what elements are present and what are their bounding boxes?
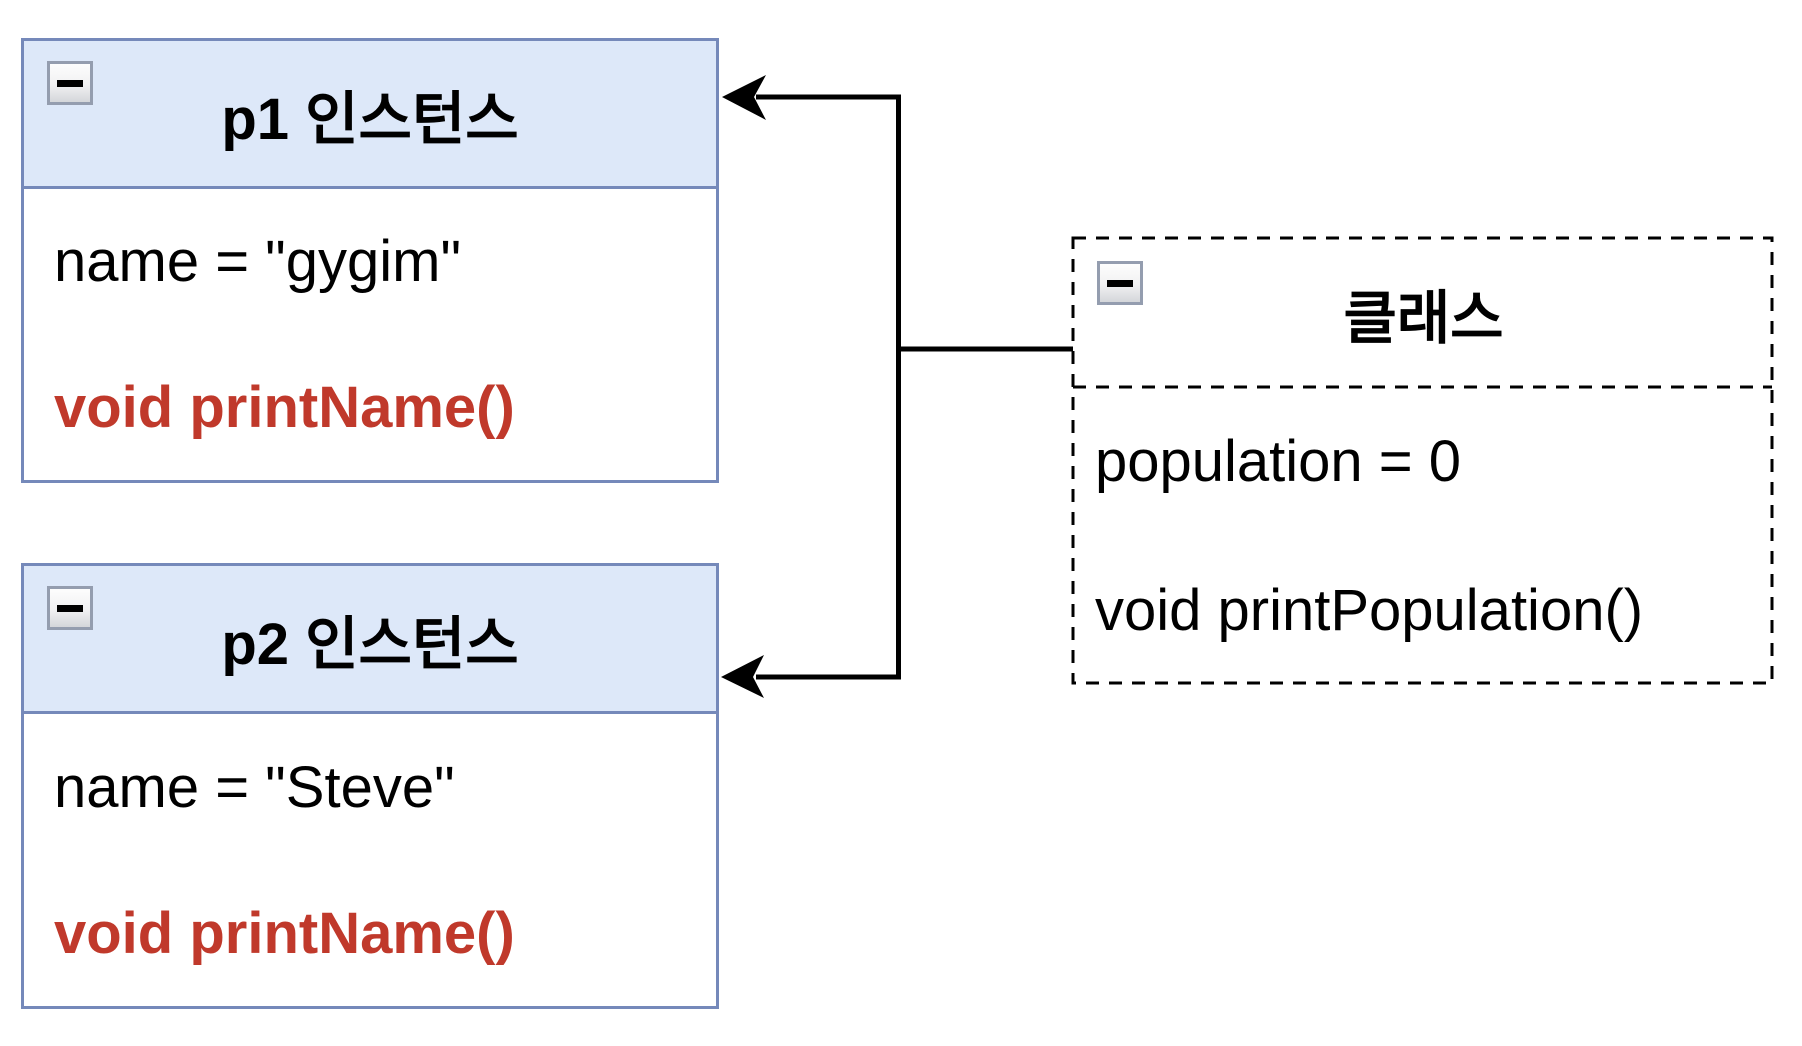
method-line-p1: void printName() — [54, 374, 515, 440]
attribute-line-class: population = 0 — [1095, 429, 1462, 494]
instance-header-p2: p2 인스턴스 — [24, 566, 716, 714]
instance-header-p1: p1 인스턴스 — [24, 41, 716, 189]
minus-icon — [57, 79, 83, 87]
collapse-button-p1[interactable] — [47, 61, 93, 105]
method-line-class: void printPopulation() — [1095, 578, 1644, 643]
instance-body-p2: name = "Steve" void printName() — [24, 714, 716, 1006]
arrowhead-icon-p2 — [721, 655, 764, 698]
class-title: 클래스 — [1343, 285, 1504, 351]
instance-title-p2: p2 인스턴스 — [221, 611, 519, 677]
instance-body-p1: name = "gygim" void printName() — [24, 189, 716, 480]
class-box[interactable]: 클래스 population = 0 void printPopulation(… — [1071, 236, 1777, 687]
minus-icon — [57, 604, 83, 612]
instance-box-p1[interactable]: p1 인스턴스 name = "gygim" void printName() — [21, 38, 719, 483]
connector-lines — [756, 94, 1073, 680]
class-body: population = 0 void printPopulation() — [1073, 387, 1774, 685]
collapse-button-p2[interactable] — [47, 586, 93, 630]
minus-icon — [1107, 279, 1133, 287]
instance-box-p2[interactable]: p2 인스턴스 name = "Steve" void printName() — [21, 563, 719, 1009]
attribute-line-p2: name = "Steve" — [54, 754, 455, 820]
class-header: 클래스 — [1073, 238, 1774, 387]
arrowhead-icon-p1 — [722, 75, 766, 120]
instance-title-p1: p1 인스턴스 — [221, 86, 519, 152]
method-line-p2: void printName() — [54, 900, 515, 966]
attribute-line-p1: name = "gygim" — [54, 229, 462, 295]
collapse-button-class[interactable] — [1097, 261, 1143, 305]
